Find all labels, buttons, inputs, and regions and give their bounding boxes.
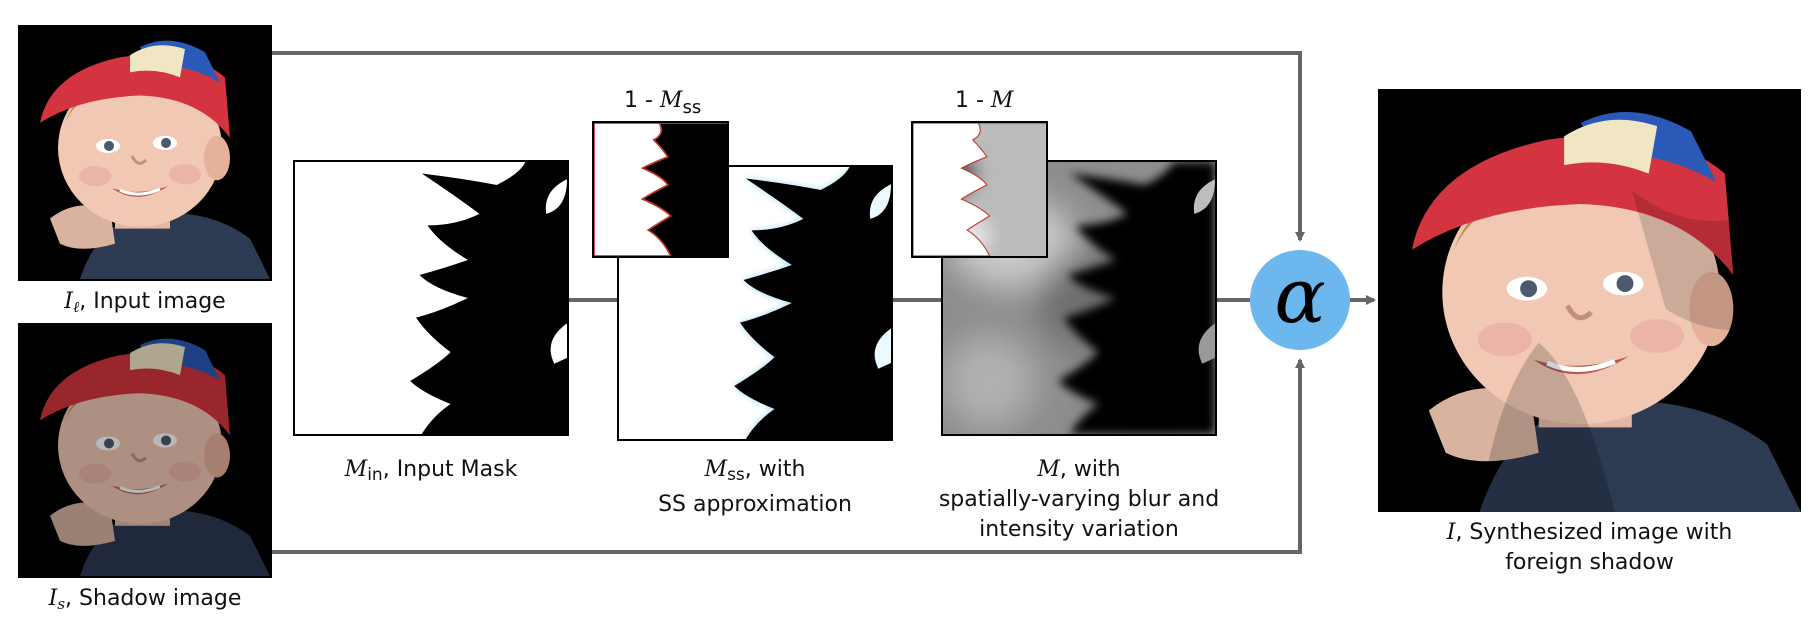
final-mask-label-2: spatially-varying blur and xyxy=(938,487,1220,512)
input-mask-symbol: M xyxy=(344,457,368,482)
output-image xyxy=(1378,89,1801,512)
output-image-caption: I, Synthesized image with foreign shadow xyxy=(1378,518,1801,578)
ss-mask-inset-label: 1 - Mss xyxy=(624,88,701,121)
output-label-1: , Synthesized image with xyxy=(1455,520,1733,545)
alpha-symbol: α xyxy=(1274,251,1326,340)
ss-mask-symbol: M xyxy=(704,457,728,482)
final-mask-caption-line-1: M, with xyxy=(929,455,1229,485)
final-inset-symbol: M xyxy=(990,88,1014,113)
input-mask-subscript: in xyxy=(367,465,383,485)
ss-inset-symbol: M xyxy=(659,88,683,113)
ss-inset-subscript: ss xyxy=(682,97,702,118)
input-mask-caption: Min, Input Mask xyxy=(293,455,569,490)
alpha-composite-node: α xyxy=(1250,250,1350,350)
final-mask-inset-label: 1 - M xyxy=(955,88,1013,114)
input-image-caption: Iℓ, Input image xyxy=(18,287,272,322)
output-image-symbol: I xyxy=(1446,520,1456,545)
final-mask-label-3: intensity variation xyxy=(979,517,1179,542)
input-mask-image xyxy=(293,160,569,436)
shadow-image-label: , Shadow image xyxy=(65,586,242,611)
input-image-label: , Input image xyxy=(79,289,226,314)
shadow-image xyxy=(18,323,272,578)
output-label-2: foreign shadow xyxy=(1505,550,1674,575)
final-mask-label-1: , with xyxy=(1059,457,1121,482)
shadow-image-caption: Is, Shadow image xyxy=(18,584,272,619)
shadow-image-symbol: I xyxy=(48,586,58,611)
final-inset-prefix: 1 - xyxy=(955,88,991,113)
ss-mask-label-1: , with xyxy=(744,457,806,482)
input-image-symbol: I xyxy=(64,289,73,314)
input-to-alpha-arrow xyxy=(272,51,1305,242)
input-image-subscript: ℓ xyxy=(72,298,80,316)
ss-mask-caption: Mss, with SS approximation xyxy=(617,455,893,520)
ss-mask-caption-line-1: Mss, with xyxy=(617,455,893,490)
ss-mask-subscript: ss xyxy=(727,465,745,485)
final-mask-inset xyxy=(911,121,1048,258)
input-image xyxy=(18,25,272,281)
input-mask-label: , Input Mask xyxy=(382,457,518,482)
ss-mask-label-2: SS approximation xyxy=(658,492,852,517)
ss-inset-prefix: 1 - xyxy=(624,88,660,113)
final-mask-caption: M, with spatially-varying blur and inten… xyxy=(929,455,1229,545)
output-caption-line-1: I, Synthesized image with xyxy=(1378,518,1801,548)
shadow-to-alpha-arrow xyxy=(272,358,1305,554)
shadow-image-subscript: s xyxy=(57,595,66,613)
ss-mask-inset xyxy=(592,121,729,258)
final-mask-symbol: M xyxy=(1037,457,1060,482)
